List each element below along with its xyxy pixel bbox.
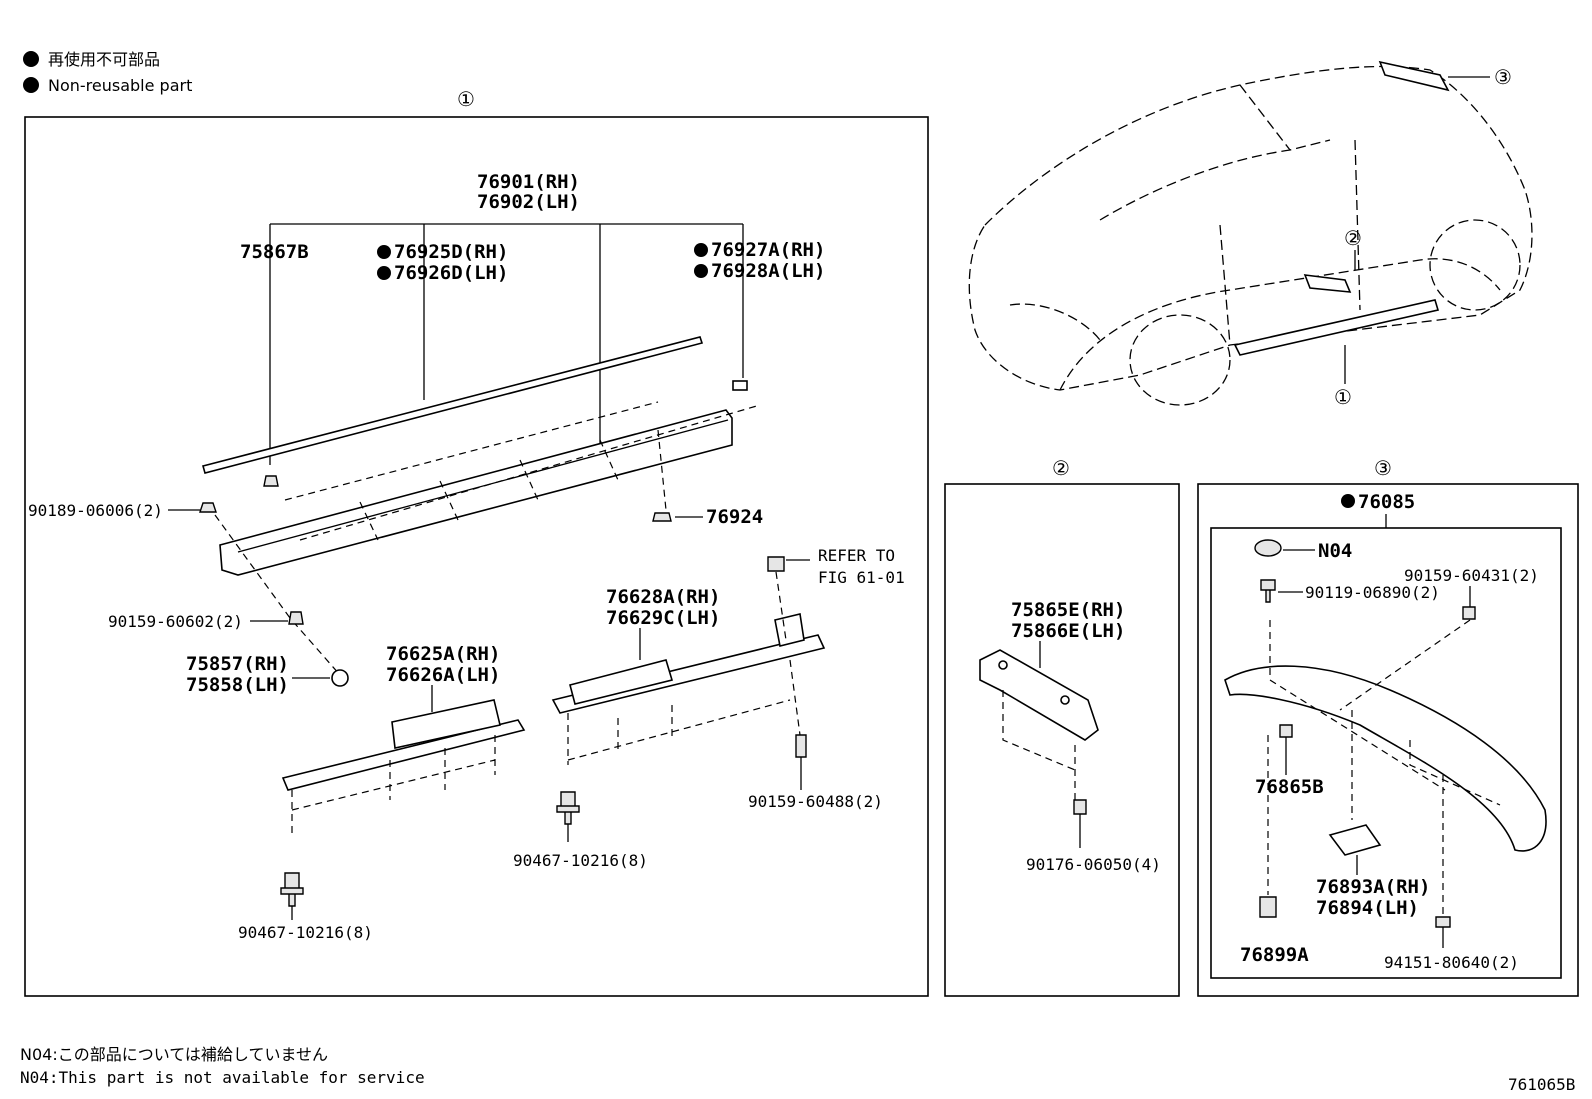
section-1-frame — [24, 116, 929, 997]
label-76925d: 76925D(RH) — [394, 241, 508, 263]
clip-refer-part — [767, 556, 785, 572]
figure-id: 761065B — [1508, 1075, 1575, 1094]
cap-n04-part — [1254, 539, 1282, 557]
label-90189: 90189-06006(2) — [28, 501, 163, 520]
label-90159-60431: 90159-60431(2) — [1404, 566, 1539, 585]
label-75865e: 75865E(RH) — [1011, 599, 1125, 621]
label-90176: 90176-06050(4) — [1026, 855, 1161, 874]
bolt-90467-part — [280, 872, 304, 907]
bracket-76901 — [269, 223, 744, 465]
section-2-frame — [944, 483, 1180, 997]
label-76628a: 76628A(RH) — [606, 586, 720, 608]
non-reusable-dot-icon — [23, 77, 39, 93]
label-90467-a: 90467-10216(8) — [238, 923, 373, 942]
non-reusable-dot-icon — [23, 51, 39, 67]
label-75858: 75858(LH) — [186, 674, 289, 696]
rocker-panel-part — [219, 409, 733, 576]
clip-part — [732, 380, 748, 391]
label-90119: 90119-06890(2) — [1305, 583, 1440, 602]
footnote-en: N04:This part is not available for servi… — [20, 1068, 425, 1087]
callout-2-title: ② — [1052, 456, 1070, 480]
label-75857: 75857(RH) — [186, 653, 289, 675]
cap-75857-part — [331, 669, 349, 687]
step-76625a-part — [281, 719, 526, 791]
step-pad-part — [391, 699, 501, 749]
label-94151: 94151-80640(2) — [1384, 953, 1519, 972]
non-reusable-dot-icon — [694, 243, 708, 257]
label-76899a: 76899A — [1240, 944, 1309, 966]
label-76629c: 76629C(LH) — [606, 607, 720, 629]
bolt-90119-part — [1260, 579, 1276, 603]
clip-75867b-part — [263, 475, 279, 487]
screw-90159-part — [288, 611, 304, 625]
refer-fig-text: FIG 61-01 — [818, 568, 905, 587]
callout-1-title: ① — [457, 87, 475, 111]
label-76927a: 76927A(RH) — [711, 239, 825, 261]
bolt-90467-part — [556, 791, 580, 825]
clip-94151-part — [1435, 916, 1451, 928]
legend-ja: 再使用不可部品 — [48, 50, 160, 69]
legend-en: Non-reusable part — [48, 76, 192, 95]
callout-2-car: ② — [1344, 226, 1362, 250]
label-76625a: 76625A(RH) — [386, 643, 500, 665]
panel-fastener-lines — [284, 401, 761, 541]
screw-90159-60431-part — [1462, 606, 1476, 620]
non-reusable-dot-icon — [1341, 494, 1355, 508]
label-76865b: 76865B — [1255, 776, 1324, 798]
label-76893a: 76893A(RH) — [1316, 876, 1430, 898]
label-76626a: 76626A(LH) — [386, 664, 500, 686]
bracket-76893a-part — [1328, 824, 1382, 856]
moulding-strip-part — [202, 336, 704, 474]
section-3-inner-frame — [1210, 527, 1562, 979]
label-76928a: 76928A(LH) — [711, 260, 825, 282]
grommet-76899a-part — [1259, 896, 1277, 918]
non-reusable-dot-icon — [377, 245, 391, 259]
non-reusable-dot-icon — [377, 266, 391, 280]
label-76085: 76085 — [1358, 491, 1415, 513]
label-76902: 76902(LH) — [477, 191, 580, 213]
label-76894: 76894(LH) — [1316, 897, 1419, 919]
label-76926d: 76926D(LH) — [394, 262, 508, 284]
car-overview-illustration — [968, 60, 1533, 406]
callout-3-title: ③ — [1374, 456, 1392, 480]
callout-1-car: ① — [1334, 385, 1352, 409]
label-90159-60602: 90159-60602(2) — [108, 612, 243, 631]
label-n04: N04 — [1318, 540, 1352, 562]
label-90467-b: 90467-10216(8) — [513, 851, 648, 870]
label-75866e: 75866E(LH) — [1011, 620, 1125, 642]
bracket-75865e-part — [979, 649, 1099, 741]
section-3-frame — [1197, 483, 1579, 997]
footnote-ja: N04:この部品については補給していません — [20, 1045, 328, 1064]
label-76924: 76924 — [706, 506, 763, 528]
callout-3-car: ③ — [1494, 65, 1512, 89]
step-pad-part — [569, 659, 674, 705]
non-reusable-dot-icon — [694, 264, 708, 278]
label-76901: 76901(RH) — [477, 171, 580, 193]
label-90159-60488: 90159-60488(2) — [748, 792, 883, 811]
label-75867b: 75867B — [240, 241, 309, 263]
screw-90159-60488-part — [795, 734, 807, 758]
clip-76865b-part — [1279, 724, 1293, 738]
clip-90176-part — [1073, 799, 1087, 815]
refer-to-text: REFER TO — [818, 546, 895, 565]
step-76628a-part — [551, 634, 826, 714]
clip-90189-part — [199, 502, 217, 513]
rear-spoiler-part — [1224, 665, 1547, 852]
clip-76924-part — [652, 512, 672, 522]
